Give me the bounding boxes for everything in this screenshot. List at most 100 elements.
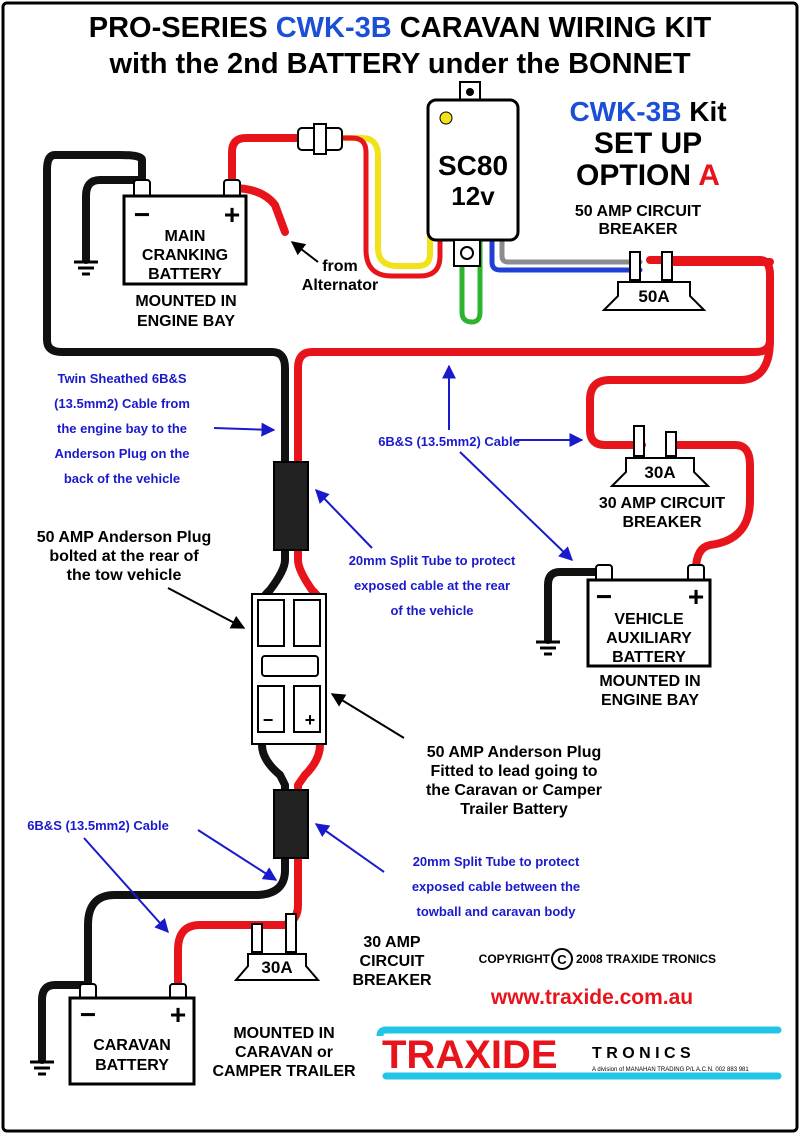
wire-red-main-feed: [294, 256, 774, 604]
wire-black-main-ground: [82, 176, 146, 264]
page-title-line2: with the 2nd BATTERY under the BONNET: [108, 48, 690, 80]
copyright-notice: COPYRIGHT C 2008 TRAXIDE TRONICS: [479, 948, 716, 970]
breaker-30a-upper-caption-1: 30 AMP CIRCUIT: [599, 495, 725, 512]
anderson-minus: −: [263, 710, 274, 730]
annotation-cable-low: 6B&S (13.5mm2) Cable: [27, 818, 169, 833]
page-title-line1: PRO-SERIES CWK-3B CARAVAN WIRING KIT: [89, 12, 712, 44]
breaker-30a-upper-label: 30A: [644, 463, 675, 482]
svg-text:20mm Split Tube to protect: 20mm Split Tube to protect: [349, 553, 516, 568]
svg-text:the Caravan or Camper: the Caravan or Camper: [426, 782, 602, 799]
sc80-led: [439, 111, 453, 125]
svg-text:COPYRIGHT: COPYRIGHT: [479, 952, 551, 966]
breaker-30a-lower-label: 30A: [261, 958, 292, 977]
aux-battery: − + VEHICLE AUXILIARY BATTERY MOUNTED IN…: [586, 564, 712, 709]
main-battery-label-3: BATTERY: [148, 266, 222, 283]
wiring: [38, 134, 774, 1064]
breaker-50a: 50A: [601, 251, 707, 311]
breaker-30a-lower-caption-1: 30 AMP: [363, 934, 421, 951]
wire-red-main-positive: [228, 134, 304, 192]
svg-text:of the vehicle: of the vehicle: [390, 603, 473, 618]
logo-traxide: TRAXIDE: [382, 1033, 558, 1077]
svg-text:Fitted to lead going to: Fitted to lead going to: [430, 763, 597, 780]
wire-red-sc80-in: [337, 135, 443, 279]
annotation-anderson-rear: 50 AMP Anderson Plug bolted at the rear …: [37, 529, 212, 584]
wire-black-aux-negative: [544, 568, 608, 644]
aux-battery-plus: +: [688, 581, 704, 612]
svg-text:2008 TRAXIDE TRONICS: 2008 TRAXIDE TRONICS: [576, 952, 716, 966]
caravan-battery-minus: −: [80, 999, 96, 1030]
svg-text:20mm Split Tube to protect: 20mm Split Tube to protect: [413, 854, 580, 869]
svg-text:Anderson Plug on the: Anderson Plug on the: [54, 446, 189, 461]
breaker-30a-upper: 30A: [609, 425, 711, 487]
sc80-controller: SC80 12v: [426, 81, 520, 267]
ground-symbol-caravan: [30, 1060, 54, 1076]
logo-tronics: T R O N I C S: [592, 1045, 691, 1062]
breaker-50a-label: 50A: [638, 287, 669, 306]
wire-red-30a-aux: [666, 441, 754, 574]
breaker-30a-lower-caption-3: BREAKER: [352, 972, 432, 989]
from-alternator-1: from: [322, 258, 358, 275]
aux-battery-label-2: AUXILIARY: [606, 630, 692, 647]
caravan-battery: − + CARAVAN BATTERY: [68, 983, 196, 1086]
wire-grey: [499, 237, 643, 265]
svg-text:50 AMP Anderson Plug: 50 AMP Anderson Plug: [427, 744, 602, 761]
svg-text:the engine bay to the: the engine bay to the: [57, 421, 187, 436]
split-tube-lower: [273, 789, 309, 859]
aux-battery-minus: −: [596, 581, 612, 612]
wire-blue: [489, 237, 643, 273]
wire-black-caravan-ground: [38, 981, 92, 1064]
anderson-plus: +: [305, 710, 316, 730]
aux-battery-label-3: BATTERY: [612, 649, 686, 666]
svg-text:(13.5mm2) Cable from: (13.5mm2) Cable from: [54, 396, 190, 411]
sc80-model: SC80: [438, 150, 508, 181]
annotation-twin-sheathed: Twin Sheathed 6B&S (13.5mm2) Cable from …: [54, 371, 190, 486]
breaker-50a-caption-2: BREAKER: [598, 221, 678, 238]
caravan-battery-label-1: CARAVAN: [93, 1037, 171, 1054]
annotation-cable-mid: 6B&S (13.5mm2) Cable: [378, 434, 520, 449]
caravan-battery-plus: +: [170, 999, 186, 1030]
svg-text:Twin Sheathed 6B&S: Twin Sheathed 6B&S: [57, 371, 186, 386]
kit-heading-setup: SET UP: [594, 127, 702, 160]
website-url[interactable]: www.traxide.com.au: [490, 986, 693, 1009]
breaker-50a-caption-1: 50 AMP CIRCUIT: [575, 203, 701, 220]
svg-text:back of the vehicle: back of the vehicle: [64, 471, 180, 486]
aux-battery-mount-1: MOUNTED IN: [599, 673, 700, 690]
kit-heading-option: OPTION A: [576, 159, 720, 192]
svg-text:towball and caravan body: towball and caravan body: [417, 904, 577, 919]
caravan-mount-3: CAMPER TRAILER: [212, 1063, 356, 1080]
caravan-battery-label-2: BATTERY: [95, 1057, 169, 1074]
from-alternator-2: Alternator: [302, 277, 378, 294]
copyright-symbol: C: [557, 952, 567, 967]
svg-text:the tow vehicle: the tow vehicle: [67, 567, 182, 584]
main-battery-minus: −: [134, 199, 150, 230]
aux-battery-label-1: VEHICLE: [614, 611, 684, 628]
svg-text:50 AMP Anderson Plug: 50 AMP Anderson Plug: [37, 529, 212, 546]
main-battery-mount-2: ENGINE BAY: [137, 313, 235, 330]
wire-black-lower: [84, 741, 289, 989]
caravan-mount-1: MOUNTED IN: [233, 1025, 334, 1042]
annotation-split-tube-rear: 20mm Split Tube to protect exposed cable…: [349, 553, 516, 618]
caravan-mount-2: CARAVAN or: [235, 1044, 333, 1061]
breaker-30a-lower-caption-2: CIRCUIT: [360, 953, 425, 970]
aux-battery-mount-2: ENGINE BAY: [601, 692, 699, 709]
main-battery-label-1: MAIN: [165, 228, 206, 245]
annotation-anderson-lead: 50 AMP Anderson Plug Fitted to lead goin…: [426, 744, 602, 818]
sc80-voltage: 12v: [451, 181, 495, 211]
wire-yellow: [337, 135, 433, 269]
breaker-30a-lower: 30A: [233, 913, 321, 981]
kit-heading-model: CWK-3B Kit: [569, 96, 726, 127]
main-battery-plus: +: [224, 199, 240, 230]
traxide-logo: TRAXIDE T R O N I C S A division of MANA…: [376, 1026, 782, 1080]
svg-text:exposed cable between the: exposed cable between the: [412, 879, 580, 894]
annotation-split-tube-low: 20mm Split Tube to protect exposed cable…: [412, 854, 580, 919]
svg-text:exposed cable at the rear: exposed cable at the rear: [354, 578, 510, 593]
anderson-plug: − +: [251, 593, 327, 745]
ground-symbol-aux: [536, 640, 560, 656]
ground-symbol-main: [74, 260, 98, 276]
wire-black-main-negative: [43, 151, 289, 604]
svg-text:bolted at the rear of: bolted at the rear of: [49, 548, 199, 565]
wire-green: [459, 237, 483, 325]
wire-red-to-30a: [586, 336, 774, 449]
